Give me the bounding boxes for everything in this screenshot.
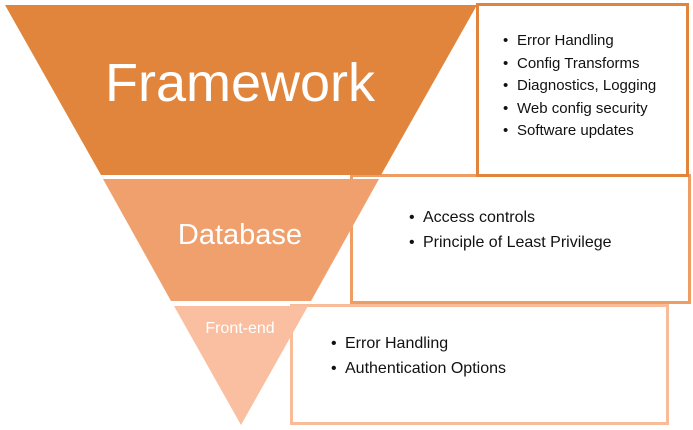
framework-layer-label: Framework [104,53,376,113]
list-item: Config Transforms [503,53,656,76]
list-item: Error Handling [503,30,656,53]
list-item: Error Handling [331,331,506,356]
database-layer-shape [103,179,379,301]
database-details-box: Access controls Principle of Least Privi… [350,174,691,304]
list-item: Principle of Least Privilege [409,230,612,255]
frontend-details-box: Error Handling Authentication Options [290,304,669,425]
list-item: Software updates [503,120,656,143]
framework-layer-shape [5,5,477,175]
framework-item-list: Error Handling Config Transforms Diagnos… [503,30,656,143]
list-item: Web config security [503,98,656,121]
list-item: Diagnostics, Logging [503,75,656,98]
list-item: Authentication Options [331,356,506,381]
database-layer-label: Database [177,219,303,251]
list-item: Access controls [409,205,612,230]
frontend-layer-label: Front-end [205,320,275,337]
frontend-item-list: Error Handling Authentication Options [331,331,506,381]
framework-details-box: Error Handling Config Transforms Diagnos… [476,3,689,177]
database-item-list: Access controls Principle of Least Privi… [409,205,612,255]
frontend-layer-shape [174,306,308,425]
